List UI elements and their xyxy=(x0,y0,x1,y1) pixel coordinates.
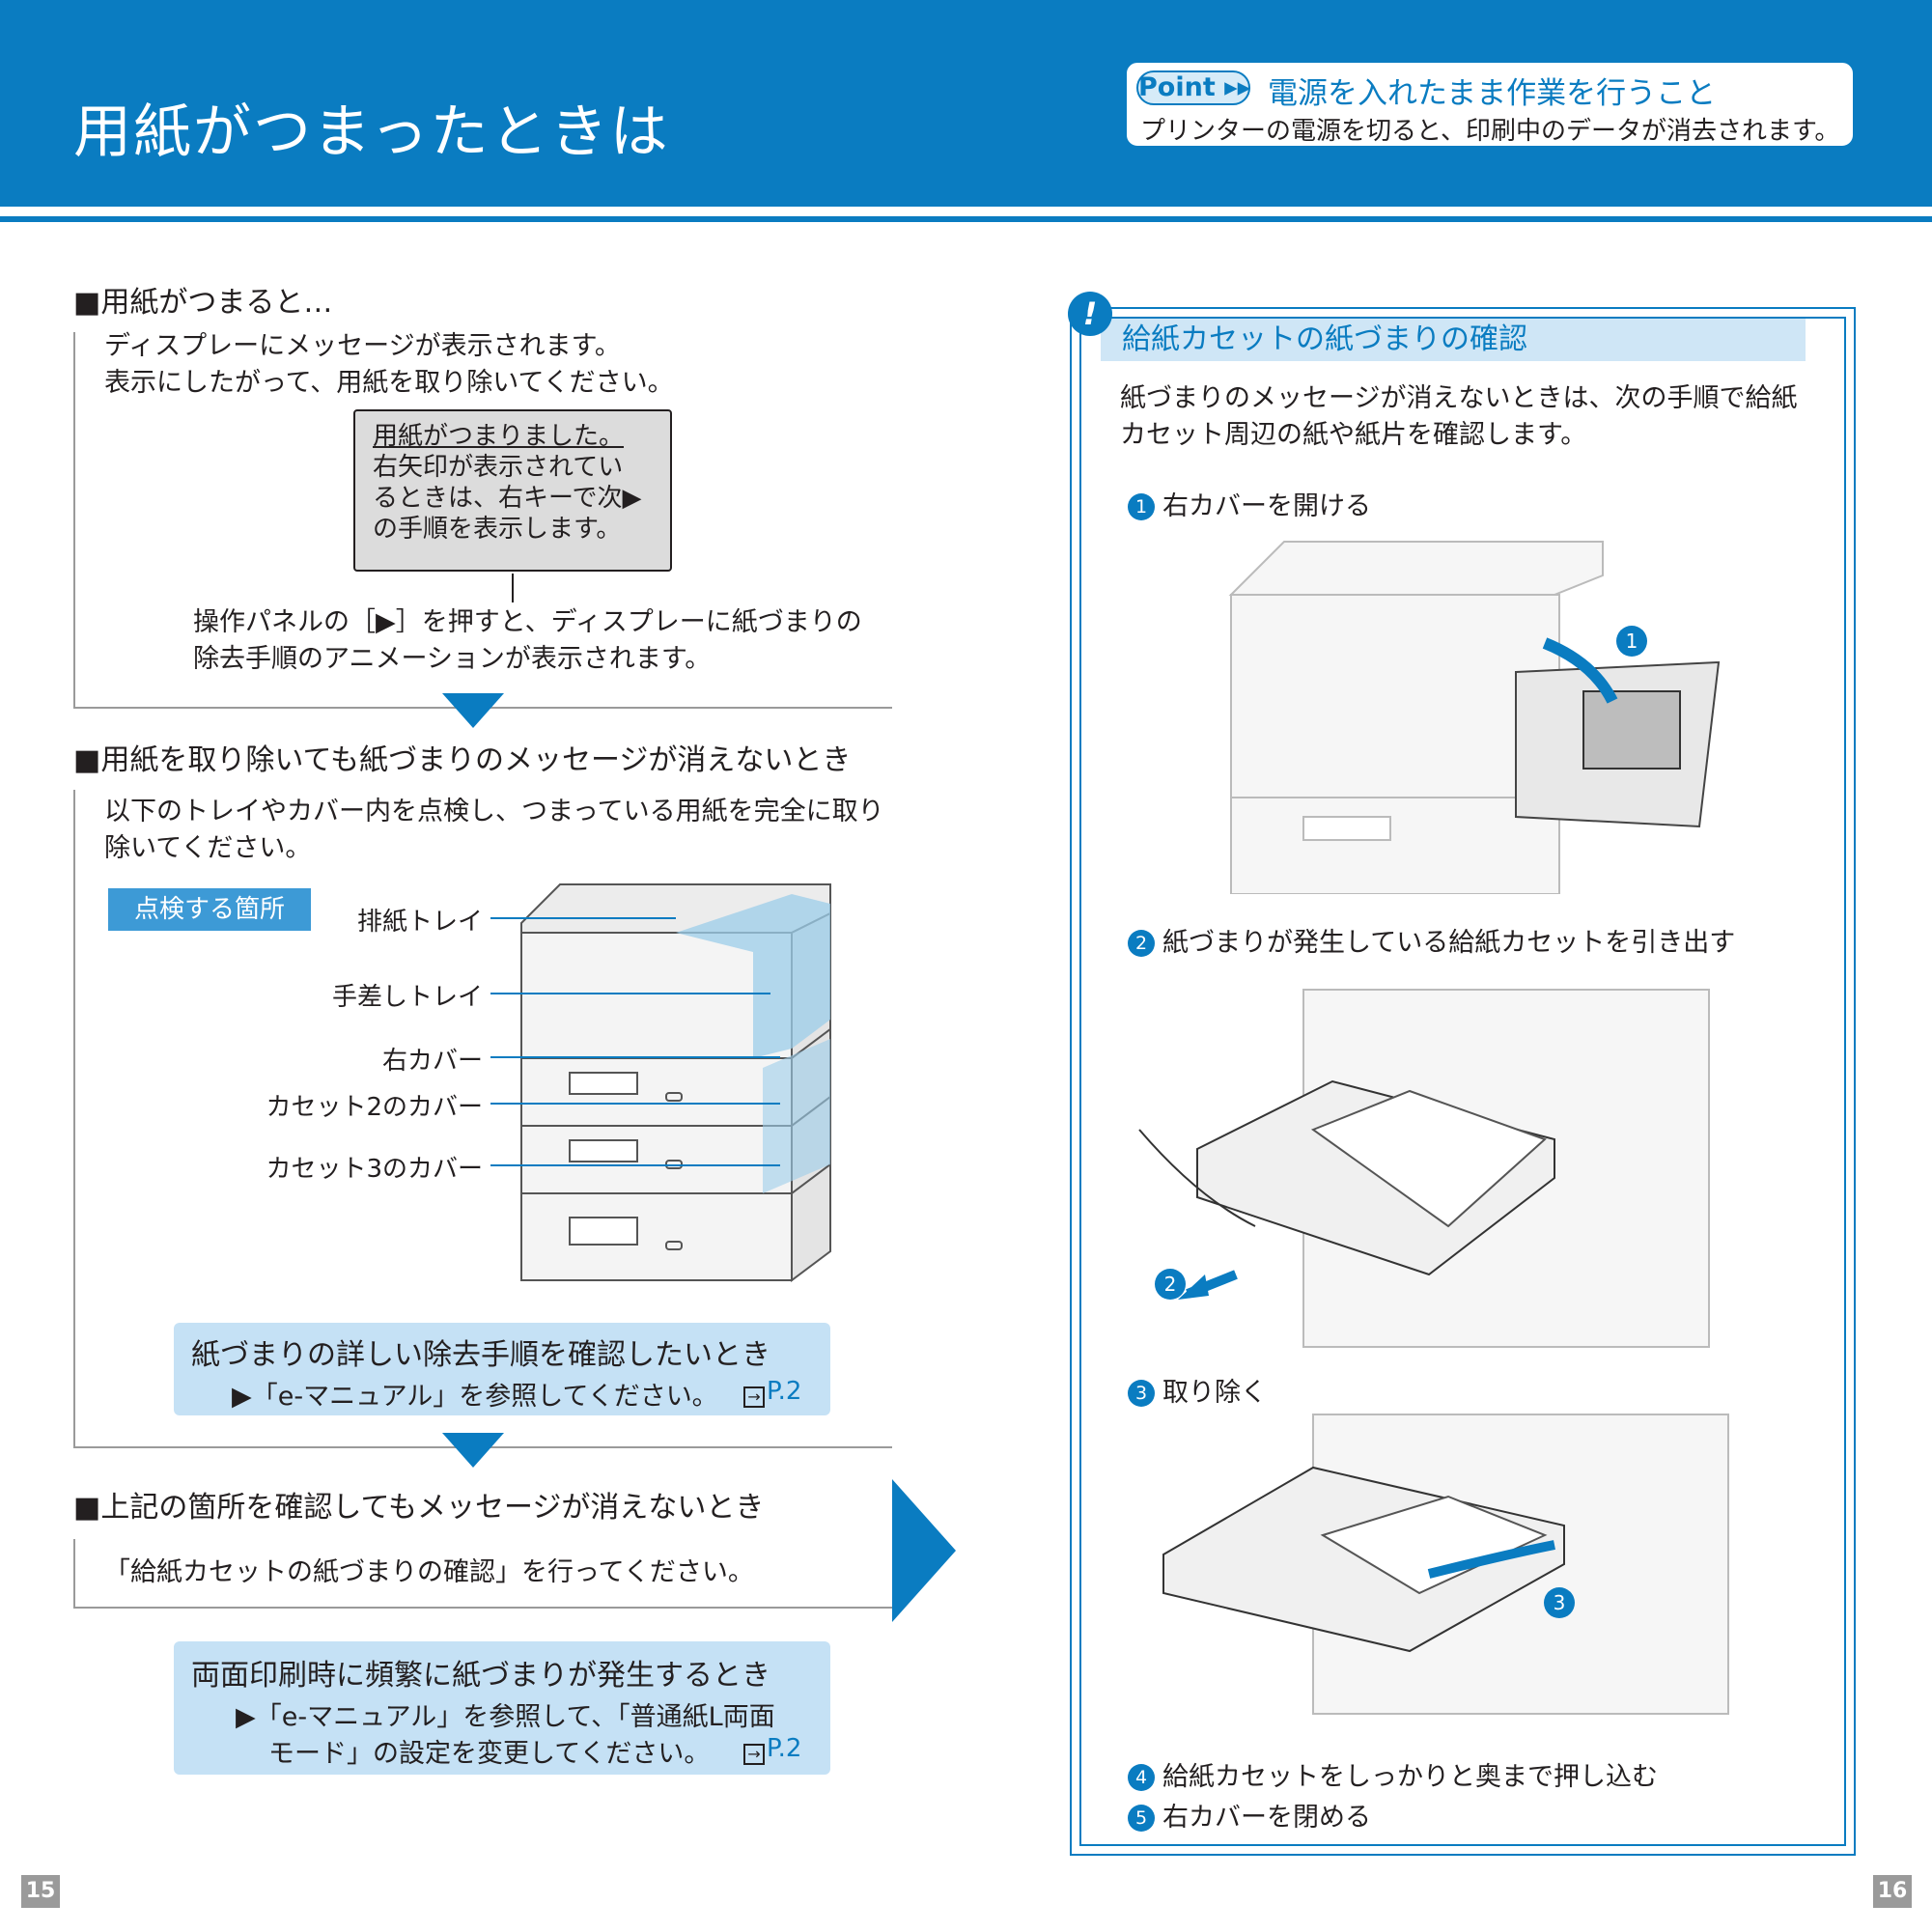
lcd-leader xyxy=(512,574,514,602)
right-intro1: 紙づまりのメッセージが消えないときは、次の手順で給紙 xyxy=(1120,383,1798,413)
step-2: 2 紙づまりが発生している給紙カセットを引き出す xyxy=(1128,921,1735,959)
part-label-output-tray: 排紙トレイ xyxy=(356,908,483,937)
step-number: 2 xyxy=(1128,930,1155,957)
point-title: 電源を入れたまま作業を行うこと xyxy=(1268,76,1717,111)
info-title: 紙づまりの詳しい除去手順を確認したいとき xyxy=(191,1338,770,1372)
right-panel-inner xyxy=(1079,317,1846,1846)
part-leader xyxy=(490,1056,780,1058)
down-arrow-icon xyxy=(442,693,504,728)
step-text: 右カバーを開ける xyxy=(1162,491,1371,521)
section1-line1: ディスプレーにメッセージが表示されます。 xyxy=(104,331,621,361)
printer-illustration xyxy=(520,883,831,1282)
page-number-right: 16 xyxy=(1873,1875,1912,1908)
svg-text:2: 2 xyxy=(1164,1273,1177,1296)
part-leader xyxy=(490,917,676,919)
step-text: 給紙カセットをしっかりと奥まで押し込む xyxy=(1162,1762,1658,1792)
right-panel-header xyxy=(1101,319,1806,361)
point-badge: Point ▸▸ xyxy=(1136,70,1250,105)
exclamation-icon: ! xyxy=(1068,292,1112,336)
part-label-right-cover: 右カバー xyxy=(381,1047,483,1076)
duplex-line2: モード」の設定を変更してください。 xyxy=(268,1739,711,1769)
step2-illustration: 2 xyxy=(1120,985,1719,1352)
down-arrow-icon xyxy=(442,1433,504,1468)
step-text: 取り除く xyxy=(1162,1378,1267,1408)
right-intro2: カセット周辺の紙や紙片を確認します。 xyxy=(1120,420,1587,450)
section3-bottom-rule xyxy=(73,1607,892,1609)
page-ref[interactable]: →P.2 xyxy=(743,1377,801,1408)
step-1: 1 右カバーを開ける xyxy=(1128,485,1371,522)
section1-line2: 表示にしたがって、用紙を取り除いてください。 xyxy=(104,368,674,398)
step-number: 5 xyxy=(1128,1805,1155,1832)
right-panel-title: 給紙カセットの紙づまりの確認 xyxy=(1122,322,1527,356)
next-page-arrow-icon xyxy=(892,1479,956,1622)
step-text: 右カバーを閉める xyxy=(1162,1803,1371,1833)
lcd-line: 右矢印が表示されてい xyxy=(373,453,624,482)
header-rule xyxy=(0,216,1932,222)
lcd-line: るときは、右キーで次▶ xyxy=(373,484,642,513)
part-leader xyxy=(490,993,770,994)
duplex-line1: ▶「e-マニュアル」を参照して、「普通紙L両面 xyxy=(236,1702,775,1732)
step-5: 5 右カバーを閉める xyxy=(1128,1796,1371,1834)
section1-note2: 除去手順のアニメーションが表示されます。 xyxy=(193,644,712,674)
info-box-details: 紙づまりの詳しい除去手順を確認したいとき ▶「e-マニュアル」を参照してください… xyxy=(174,1323,830,1415)
step-number: 1 xyxy=(1128,493,1155,520)
section3-line1: 「給紙カセットの紙づまりの確認」を行ってください。 xyxy=(104,1557,754,1587)
step-4: 4 給紙カセットをしっかりと奥まで押し込む xyxy=(1128,1755,1658,1793)
step-3: 3 取り除く xyxy=(1128,1371,1267,1409)
lcd-line: 用紙がつまりました。 xyxy=(373,422,625,451)
point-text: プリンターの電源を切ると、印刷中のデータが消去されます。 xyxy=(1140,117,1840,146)
step-number: 4 xyxy=(1128,1764,1155,1791)
part-leader xyxy=(490,1103,780,1105)
section2-heading: ■用紙を取り除いても紙づまりのメッセージが消えないとき xyxy=(73,743,852,777)
lcd-display: 用紙がつまりました。 右矢印が表示されてい るときは、右キーで次▶ の手順を表示… xyxy=(353,409,672,572)
part-label-cassette2-cover: カセット2のカバー xyxy=(266,1093,483,1122)
section3-heading: ■上記の箇所を確認してもメッセージが消えないとき xyxy=(73,1491,765,1525)
info-text: ▶「e-マニュアル」を参照してください。 xyxy=(232,1382,718,1412)
section2-line1: 以下のトレイやカバー内を点検し、つまっている用紙を完全に取り xyxy=(104,797,884,826)
part-label-manual-tray: 手差しトレイ xyxy=(331,983,483,1012)
point-box: Point ▸▸ 電源を入れたまま作業を行うこと プリンターの電源を切ると、印刷… xyxy=(1124,60,1856,149)
step1-illustration: 1 xyxy=(1226,537,1757,894)
page-ref-text: P.2 xyxy=(767,1377,802,1406)
right-panel xyxy=(1070,307,1856,1856)
page-title: 用紙がつまったときは xyxy=(73,98,670,166)
inspect-badge: 点検する箇所 xyxy=(108,888,311,931)
section2-rule xyxy=(73,790,75,1446)
section3-rule xyxy=(73,1539,75,1607)
page-number-left: 15 xyxy=(21,1875,60,1908)
section1-note1: 操作パネルの［▶］を押すと、ディスプレーに紙づまりの xyxy=(193,607,862,637)
section2-line2: 除いてください。 xyxy=(104,833,312,863)
step-number: 3 xyxy=(1128,1380,1155,1407)
part-leader xyxy=(490,1164,780,1166)
page-ref-text: P.2 xyxy=(767,1734,802,1763)
svg-text:1: 1 xyxy=(1626,630,1638,653)
section1-rule xyxy=(73,332,75,709)
lcd-line: の手順を表示します。 xyxy=(373,515,622,544)
arrow-right-icon: → xyxy=(743,1744,765,1765)
step3-illustration: 3 xyxy=(1159,1410,1738,1719)
section1-heading: ■用紙がつまると… xyxy=(73,286,333,320)
info-box-duplex: 両面印刷時に頻繁に紙づまりが発生するとき ▶「e-マニュアル」を参照して、「普通… xyxy=(174,1641,830,1775)
page-ref[interactable]: →P.2 xyxy=(743,1734,801,1765)
part-label-cassette3-cover: カセット3のカバー xyxy=(266,1155,483,1184)
svg-text:3: 3 xyxy=(1554,1591,1566,1614)
duplex-title: 両面印刷時に頻繁に紙づまりが発生するとき xyxy=(191,1659,770,1693)
step-text: 紙づまりが発生している給紙カセットを引き出す xyxy=(1162,928,1736,958)
arrow-right-icon: → xyxy=(743,1386,765,1408)
